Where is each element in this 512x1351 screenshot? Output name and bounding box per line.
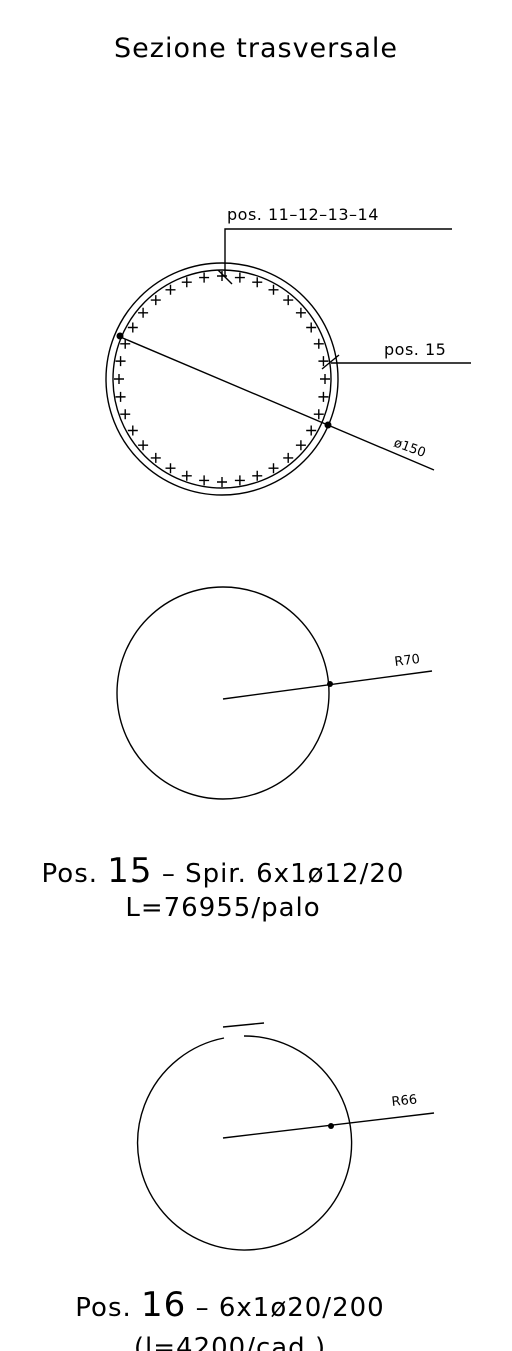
rebar-cross <box>181 470 192 481</box>
rebar-cross <box>268 463 279 474</box>
rebar-cross <box>234 475 245 486</box>
rebar-cross <box>283 295 294 306</box>
ring-caption: Pos. 16 – 6x1ø20/200 <box>75 1285 384 1325</box>
ring-caption-prefix: Pos. <box>75 1293 131 1323</box>
rebar-cross <box>283 452 294 463</box>
bars-leader-tick <box>217 269 233 285</box>
rebar-cross <box>199 475 210 486</box>
rebar-cross <box>181 277 192 288</box>
diameter-point-left <box>116 332 124 340</box>
rebar-cross <box>127 322 138 333</box>
bars-leader <box>224 228 452 276</box>
spiral-caption-rest: – Spir. 6x1ø12/20 <box>162 859 405 889</box>
rebar-cross <box>120 409 131 420</box>
longitudinal-bars <box>114 271 330 487</box>
rebar-cross <box>199 272 210 283</box>
rebar-cross <box>234 272 245 283</box>
rebar-cross <box>295 440 306 451</box>
spiral-detail-circle <box>116 586 330 800</box>
spiral-caption-prefix: Pos. <box>42 859 98 889</box>
spiral-detail: R70 Pos. 15 – Spir. 6x1ø12/20 L=76955/pa… <box>42 586 433 923</box>
ring-radius-point <box>328 1123 334 1129</box>
diameter-line <box>117 335 435 471</box>
rebar-cross <box>318 391 329 402</box>
rebar-cross <box>120 338 131 349</box>
rebar-cross <box>268 284 279 295</box>
rebar-cross <box>150 295 161 306</box>
rebar-cross <box>115 391 126 402</box>
diameter-label: ø150 <box>392 436 428 461</box>
pile-outer-circle <box>105 262 339 496</box>
spiral-leader-tick <box>321 354 340 370</box>
ring-radius-label: R66 <box>391 1092 418 1110</box>
spiral-caption: Pos. 15 – Spir. 6x1ø12/20 <box>42 851 405 891</box>
spiral-circle <box>112 269 332 489</box>
rebar-cross <box>150 452 161 463</box>
rebar-cross <box>252 277 263 288</box>
spiral-label: pos. 15 <box>384 340 446 359</box>
rebar-cross <box>313 409 324 420</box>
rebar-cross <box>318 356 329 367</box>
ring-caption-rest: – 6x1ø20/200 <box>196 1293 385 1323</box>
rebar-cross <box>115 356 126 367</box>
ring-caption-number: 16 <box>141 1285 186 1325</box>
rebar-cross <box>313 338 324 349</box>
spiral-radius-label: R70 <box>394 652 421 670</box>
rebar-cross <box>306 322 317 333</box>
rebar-cross <box>138 307 149 318</box>
rebar-cross <box>165 284 176 295</box>
rebar-cross <box>127 425 138 436</box>
rebar-cross <box>217 477 227 487</box>
spiral-caption-number: 15 <box>107 851 152 891</box>
rebar-cross <box>138 440 149 451</box>
rebar-cross <box>295 307 306 318</box>
ring-open-arc <box>136 1035 353 1251</box>
ring-overlap <box>222 1022 265 1028</box>
spiral-radius-point <box>327 681 333 687</box>
rebar-cross <box>114 374 124 384</box>
bars-label: pos. 11–12–13–14 <box>227 205 379 224</box>
ring-detail: R66 Pos. 16 – 6x1ø20/200 (l=4200/cad.) <box>75 1022 435 1351</box>
drawing-title: Sezione trasversale <box>114 33 398 64</box>
rebar-cross <box>165 463 176 474</box>
diameter-point-right <box>324 421 332 429</box>
rebar-cross <box>320 374 330 384</box>
rebar-cross <box>252 470 263 481</box>
ring-length: (l=4200/cad.) <box>134 1333 326 1351</box>
spiral-length: L=76955/palo <box>125 893 320 923</box>
rebar-cross <box>306 425 317 436</box>
cross-section: ø150 pos. 11–12–13–14 pos. 15 <box>105 205 471 496</box>
